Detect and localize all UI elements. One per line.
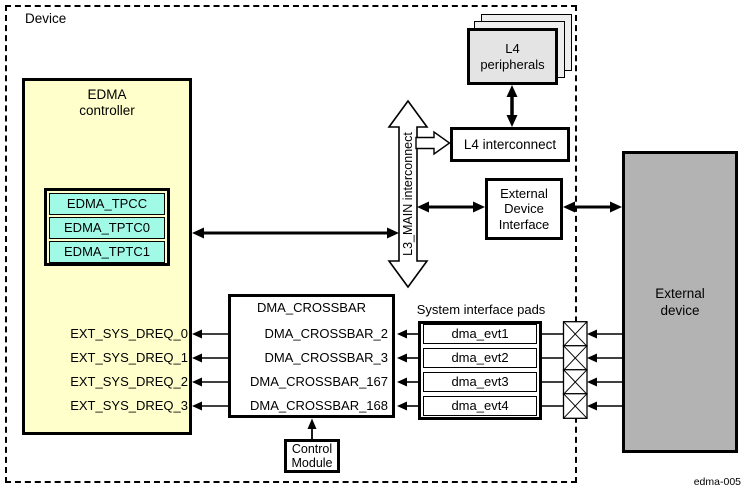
dma-evt-pad-2: dma_evt2: [423, 348, 537, 368]
dreq-port-label-2: EXT_SYS_DREQ_2: [70, 374, 188, 389]
edma-tp-stack: EDMA_TPCC EDMA_TPTC0 EDMA_TPTC1: [44, 188, 170, 266]
dma-evt-pad-1: dma_evt1: [423, 324, 537, 344]
external-device-interface-box: External Device Interface: [485, 178, 563, 240]
l4-interconnect-box: L4 interconnect: [450, 127, 570, 162]
dma-crossbar-row-3: DMA_CROSSBAR_168: [250, 398, 388, 413]
dma-evt-pad-3: dma_evt3: [423, 372, 537, 392]
dma-crossbar-row-1: DMA_CROSSBAR_3: [264, 350, 388, 365]
dma-crossbar-box: DMA_CROSSBAR DMA_CROSSBAR_2 DMA_CROSSBAR…: [228, 294, 395, 418]
system-interface-pads-box: dma_evt1 dma_evt2 dma_evt3 dma_evt4: [418, 321, 542, 420]
tp-block-tpcc: EDMA_TPCC: [49, 193, 165, 215]
dma-crossbar-row-2: DMA_CROSSBAR_167: [250, 374, 388, 389]
dreq-port-label-3: EXT_SYS_DREQ_3: [70, 398, 188, 413]
dma-crossbar-title: DMA_CROSSBAR: [256, 300, 367, 315]
control-module-box: Control Module: [284, 439, 340, 473]
dreq-port-label-0: EXT_SYS_DREQ_0: [70, 326, 188, 341]
edma-controller-title: EDMA controller: [79, 87, 135, 118]
l4-peripherals-box: L4 peripherals: [467, 28, 558, 85]
system-interface-pads-label: System interface pads: [416, 302, 546, 317]
device-boundary: [5, 5, 577, 483]
dreq-port-label-1: EXT_SYS_DREQ_1: [70, 350, 188, 365]
dma-crossbar-row-0: DMA_CROSSBAR_2: [264, 326, 388, 341]
external-device-box: External device: [622, 151, 738, 453]
figure-label: edma-005: [693, 476, 741, 488]
tp-block-tptc1: EDMA_TPTC1: [49, 241, 165, 263]
dma-evt-pad-4: dma_evt4: [423, 396, 537, 416]
l3-main-interconnect-label: L3_MAIN interconnect: [401, 132, 415, 256]
external-event-arrows: [587, 329, 622, 411]
tp-block-tptc0: EDMA_TPTC0: [49, 217, 165, 239]
device-label: Device: [25, 11, 67, 26]
